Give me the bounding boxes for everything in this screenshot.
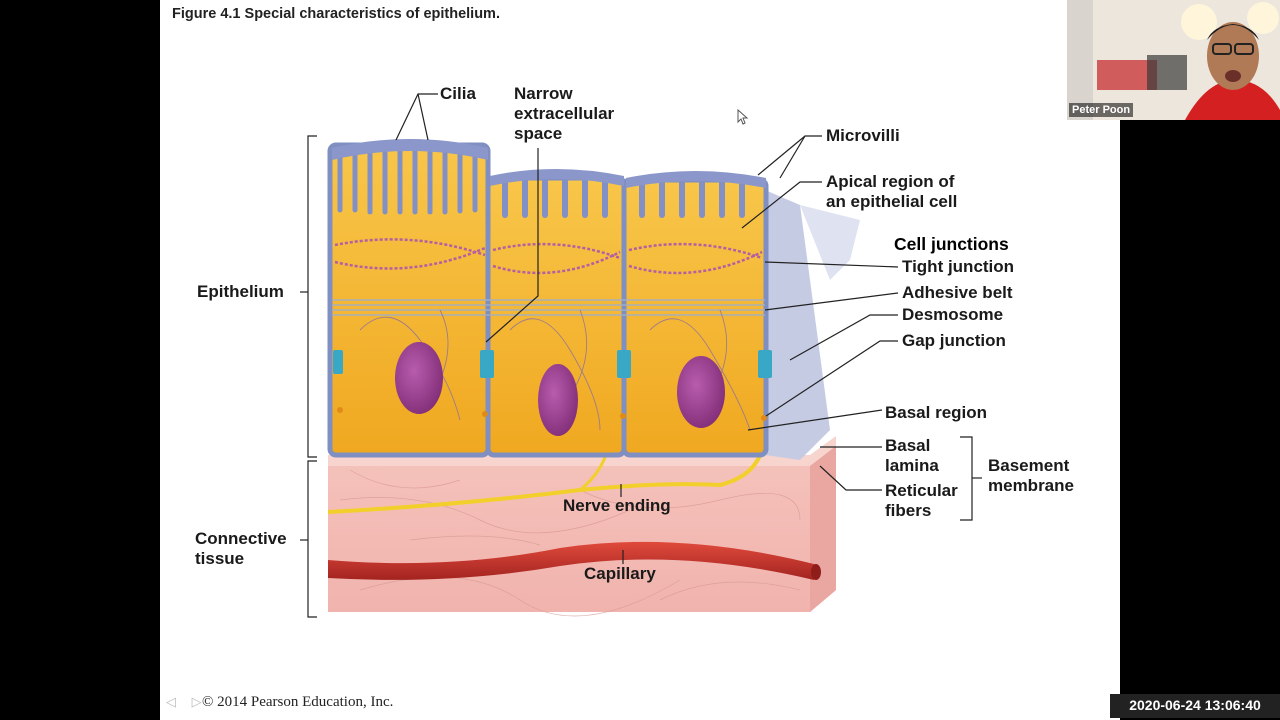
nucleus	[677, 356, 725, 428]
label-basal-lamina: Basal lamina	[885, 436, 939, 475]
label-reticular-fibers: Reticular fibers	[885, 481, 958, 520]
label-microvilli: Microvilli	[826, 126, 900, 145]
label-tight-junction: Tight junction	[902, 257, 1015, 276]
nerve-fiber	[327, 439, 766, 514]
label-gap-junction: Gap junction	[902, 331, 1006, 350]
capillary-vessel	[328, 541, 821, 580]
nucleus	[395, 342, 443, 414]
label-nerve-ending: Nerve ending	[563, 496, 671, 515]
figure-title: Figure 4.1 Special characteristics of ep…	[172, 6, 500, 22]
label-basal-region: Basal region	[885, 403, 988, 422]
connective-tissue-block	[328, 436, 836, 617]
label-basement-membrane: Basement membrane	[988, 456, 1074, 495]
participant-name: Peter Poon	[1069, 103, 1134, 117]
mouse-cursor-icon	[737, 109, 749, 125]
epithelium-illustration	[300, 93, 982, 618]
label-epithelium: Epithelium	[197, 282, 284, 301]
epithelial-cells	[327, 139, 860, 460]
label-narrow-extracellular-space: Narrow extracellular space	[514, 84, 615, 143]
label-desmosome: Desmosome	[902, 305, 1004, 324]
slide-nav-arrows[interactable]: ◁ ▷	[166, 694, 208, 709]
nucleus	[538, 364, 578, 436]
recording-timestamp: 2020-06-24 13:06:40	[1110, 694, 1280, 718]
label-cilia: Cilia	[440, 84, 476, 103]
label-cell-junctions: Cell junctions	[894, 234, 1009, 254]
webcam-feed	[1067, 0, 1280, 120]
copyright-notice: © 2014 Pearson Education, Inc.	[202, 694, 394, 710]
label-adhesive-belt: Adhesive belt	[902, 283, 1013, 302]
label-capillary: Capillary	[584, 564, 656, 583]
label-apical-region: Apical region of an epithelial cell	[826, 172, 958, 211]
webcam-video-tile[interactable]: Peter Poon	[1067, 0, 1280, 120]
label-connective-tissue: Connective tissue	[195, 529, 287, 568]
presentation-slide: Figure 4.1 Special characteristics of ep…	[160, 0, 1120, 720]
